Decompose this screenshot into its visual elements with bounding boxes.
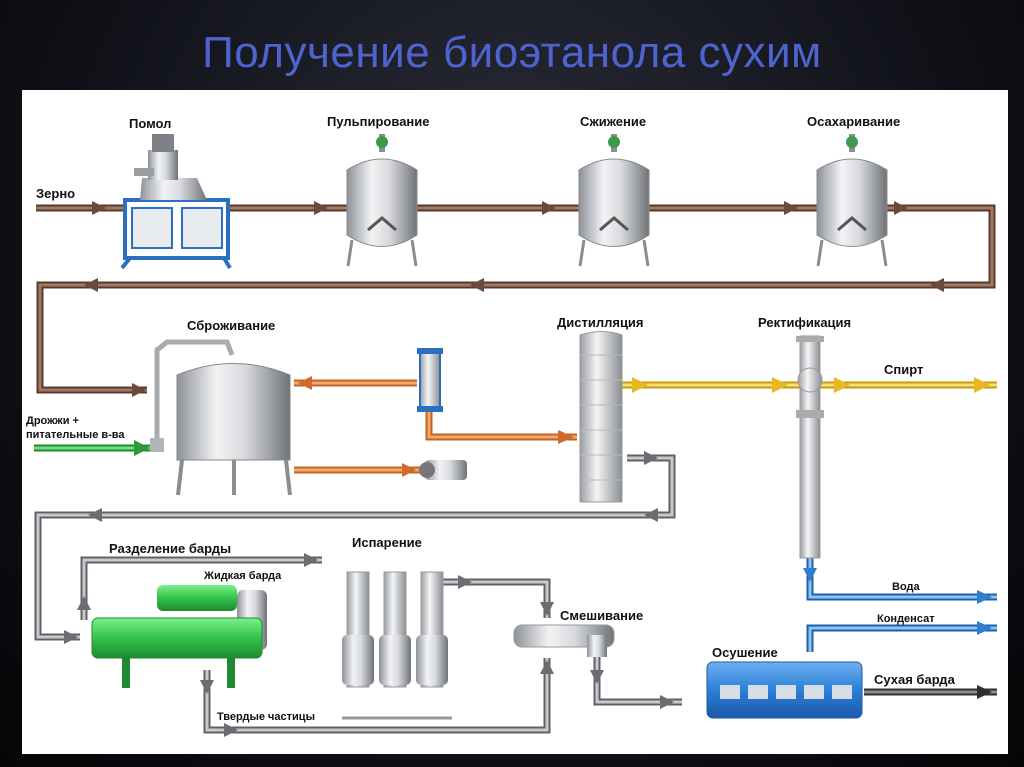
arrow-icon: [660, 695, 674, 709]
arrow-icon: [64, 630, 78, 644]
distillation-column: [579, 331, 623, 503]
arrow-icon: [134, 440, 150, 456]
pump: [419, 460, 467, 480]
arrow-icon: [772, 377, 788, 393]
label-grain: Зерно: [36, 186, 75, 201]
arrow-icon: [977, 590, 992, 604]
arrow-icon: [298, 376, 312, 390]
arrow-icon: [304, 553, 318, 567]
label-evaporation: Испарение: [352, 535, 422, 550]
arrow-icon: [88, 508, 102, 522]
label-liquid-stillage: Жидкая барда: [203, 570, 282, 582]
pipe-orange: [294, 376, 577, 477]
saccharification-tank: [816, 134, 888, 267]
label-condensate: Конденсат: [877, 613, 935, 625]
arrow-icon: [458, 575, 472, 589]
pipe-gray-dry: [590, 645, 997, 709]
pulping-tank: [346, 134, 418, 267]
arrow-icon: [644, 508, 658, 522]
arrow-icon: [558, 430, 574, 444]
slide-title: Получение биоэтанола сухим: [202, 28, 822, 77]
arrow-icon: [132, 383, 146, 397]
arrow-icon: [974, 377, 990, 393]
arrow-icon: [402, 463, 416, 477]
arrow-icon: [224, 723, 238, 737]
heat-exchanger: [417, 348, 443, 412]
arrow-icon: [784, 201, 798, 215]
arrow-icon: [834, 377, 850, 393]
label-solids: Твердые частицы: [217, 711, 315, 723]
evaporators: [342, 571, 452, 720]
arrow-icon: [644, 451, 658, 465]
centrifuge: [91, 585, 267, 688]
label-pulping: Пульпирование: [327, 114, 430, 129]
arrow-icon: [200, 680, 214, 694]
arrow-icon: [803, 568, 817, 582]
label-dry-stillage: Сухая барда: [874, 672, 956, 687]
arrow-icon: [540, 660, 554, 674]
pipe-blue: [803, 558, 997, 652]
arrow-icon: [84, 278, 98, 292]
mill-equipment: [120, 134, 232, 270]
label-stillage-separation: Разделение барды: [109, 541, 231, 556]
arrow-icon: [540, 602, 554, 616]
arrow-icon: [930, 278, 944, 292]
label-yeast-line2: питательные в-ва: [26, 429, 125, 441]
pipe-gray-stillage: [34, 451, 676, 644]
arrow-icon: [92, 201, 106, 215]
liquefaction-tank: [578, 134, 650, 267]
label-drying: Осушение: [712, 645, 778, 660]
arrow-icon: [590, 670, 604, 684]
pipe-gray-liquid: [77, 553, 554, 620]
arrow-icon: [77, 596, 91, 610]
label-saccharification: Осахаривание: [807, 114, 900, 129]
arrow-icon: [542, 201, 556, 215]
process-diagram: Помол Пульпирование Сжижение Осахаривани…: [22, 90, 1008, 754]
label-distillation: Дистилляция: [557, 315, 644, 330]
arrow-icon: [632, 377, 648, 393]
fermentation-tank: [150, 339, 292, 496]
label-rectification: Ректификация: [758, 315, 851, 330]
pipe-gray-solids: [200, 658, 554, 737]
arrow-icon: [314, 201, 328, 215]
process-flow-svg: Помол Пульпирование Сжижение Осахаривани…: [26, 114, 997, 737]
label-yeast-line1: Дрожжи +: [26, 415, 79, 427]
label-liquefaction: Сжижение: [580, 114, 646, 129]
rectification-column: [796, 335, 824, 559]
dryer: [706, 661, 863, 719]
label-milling: Помол: [129, 116, 171, 131]
label-water: Вода: [892, 581, 921, 593]
label-alcohol: Спирт: [884, 362, 923, 377]
arrow-icon: [894, 201, 908, 215]
label-mixing: Смешивание: [560, 608, 643, 623]
label-fermentation: Сброживание: [187, 318, 275, 333]
arrow-icon: [977, 621, 992, 635]
pipe-green-yeast: [34, 440, 152, 456]
arrow-icon: [977, 685, 992, 699]
mixer: [513, 624, 615, 657]
arrow-icon: [470, 278, 484, 292]
